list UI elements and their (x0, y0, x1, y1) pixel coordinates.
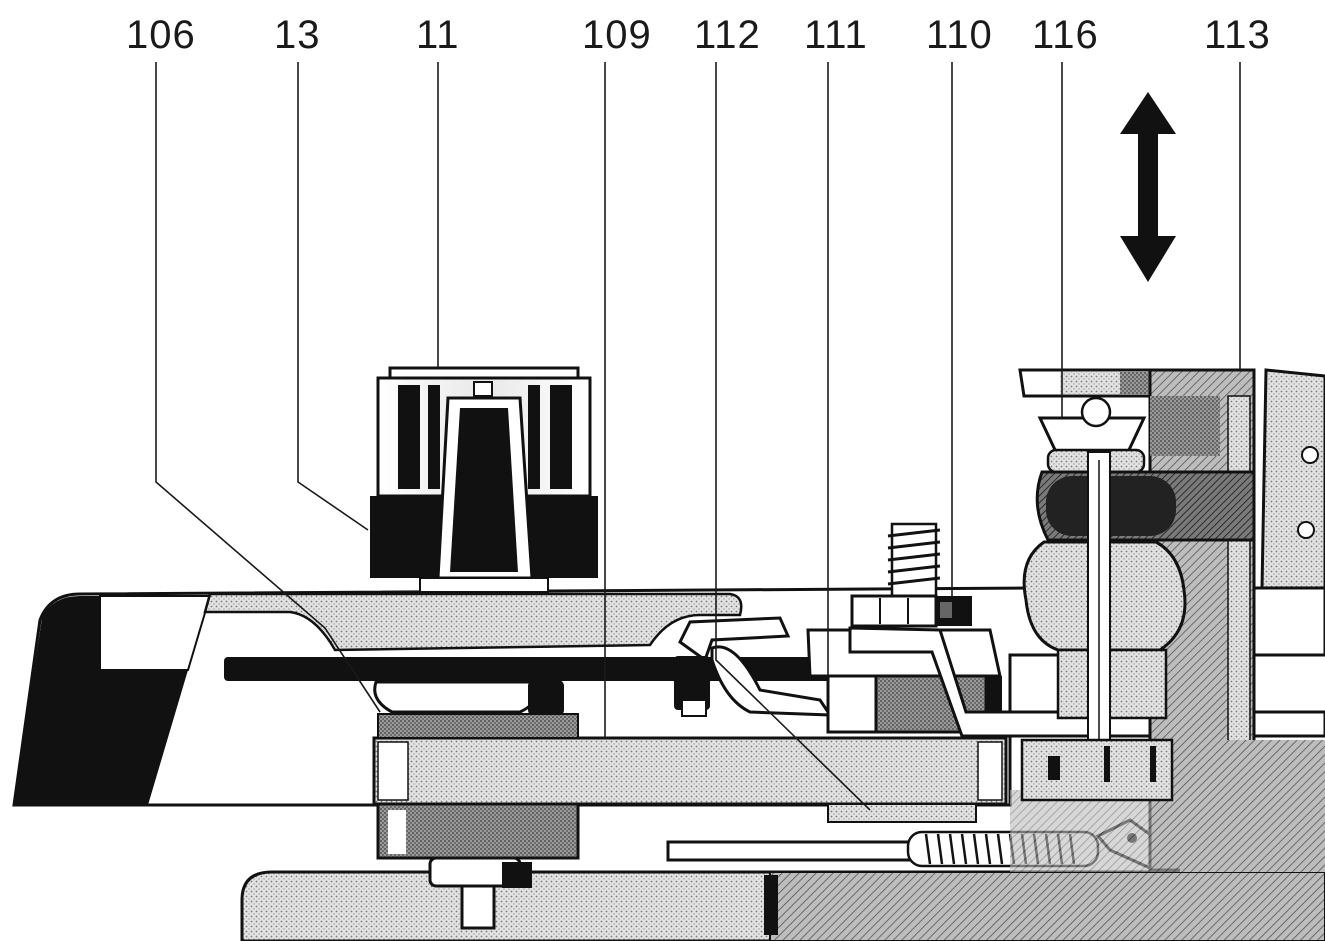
callout-111: 111 (804, 13, 868, 57)
base-housing (240, 870, 1325, 941)
callout-116: 116 (1032, 13, 1099, 57)
leader-lines (155, 62, 1241, 811)
callout-11: 11 (416, 13, 460, 57)
callout-106: 106 (126, 13, 196, 57)
adjustment-knob-11 (370, 366, 598, 593)
callout-labels: 106 13 11 109 112 111 110 116 113 (126, 13, 1271, 57)
pivot-nut (373, 680, 579, 739)
callout-13: 13 (274, 13, 321, 57)
block-111 (826, 674, 1002, 823)
callout-110: 110 (926, 13, 993, 57)
spindle-116 (1020, 396, 1256, 802)
double-vertical-arrow-icon (1120, 92, 1176, 282)
bracket-112 (674, 616, 833, 717)
callout-112: 112 (694, 13, 761, 57)
lower-bushing (376, 802, 580, 930)
lever-109 (372, 736, 1008, 806)
callout-113: 113 (1204, 13, 1271, 57)
callout-109: 109 (582, 13, 652, 57)
control-rod (224, 657, 884, 681)
